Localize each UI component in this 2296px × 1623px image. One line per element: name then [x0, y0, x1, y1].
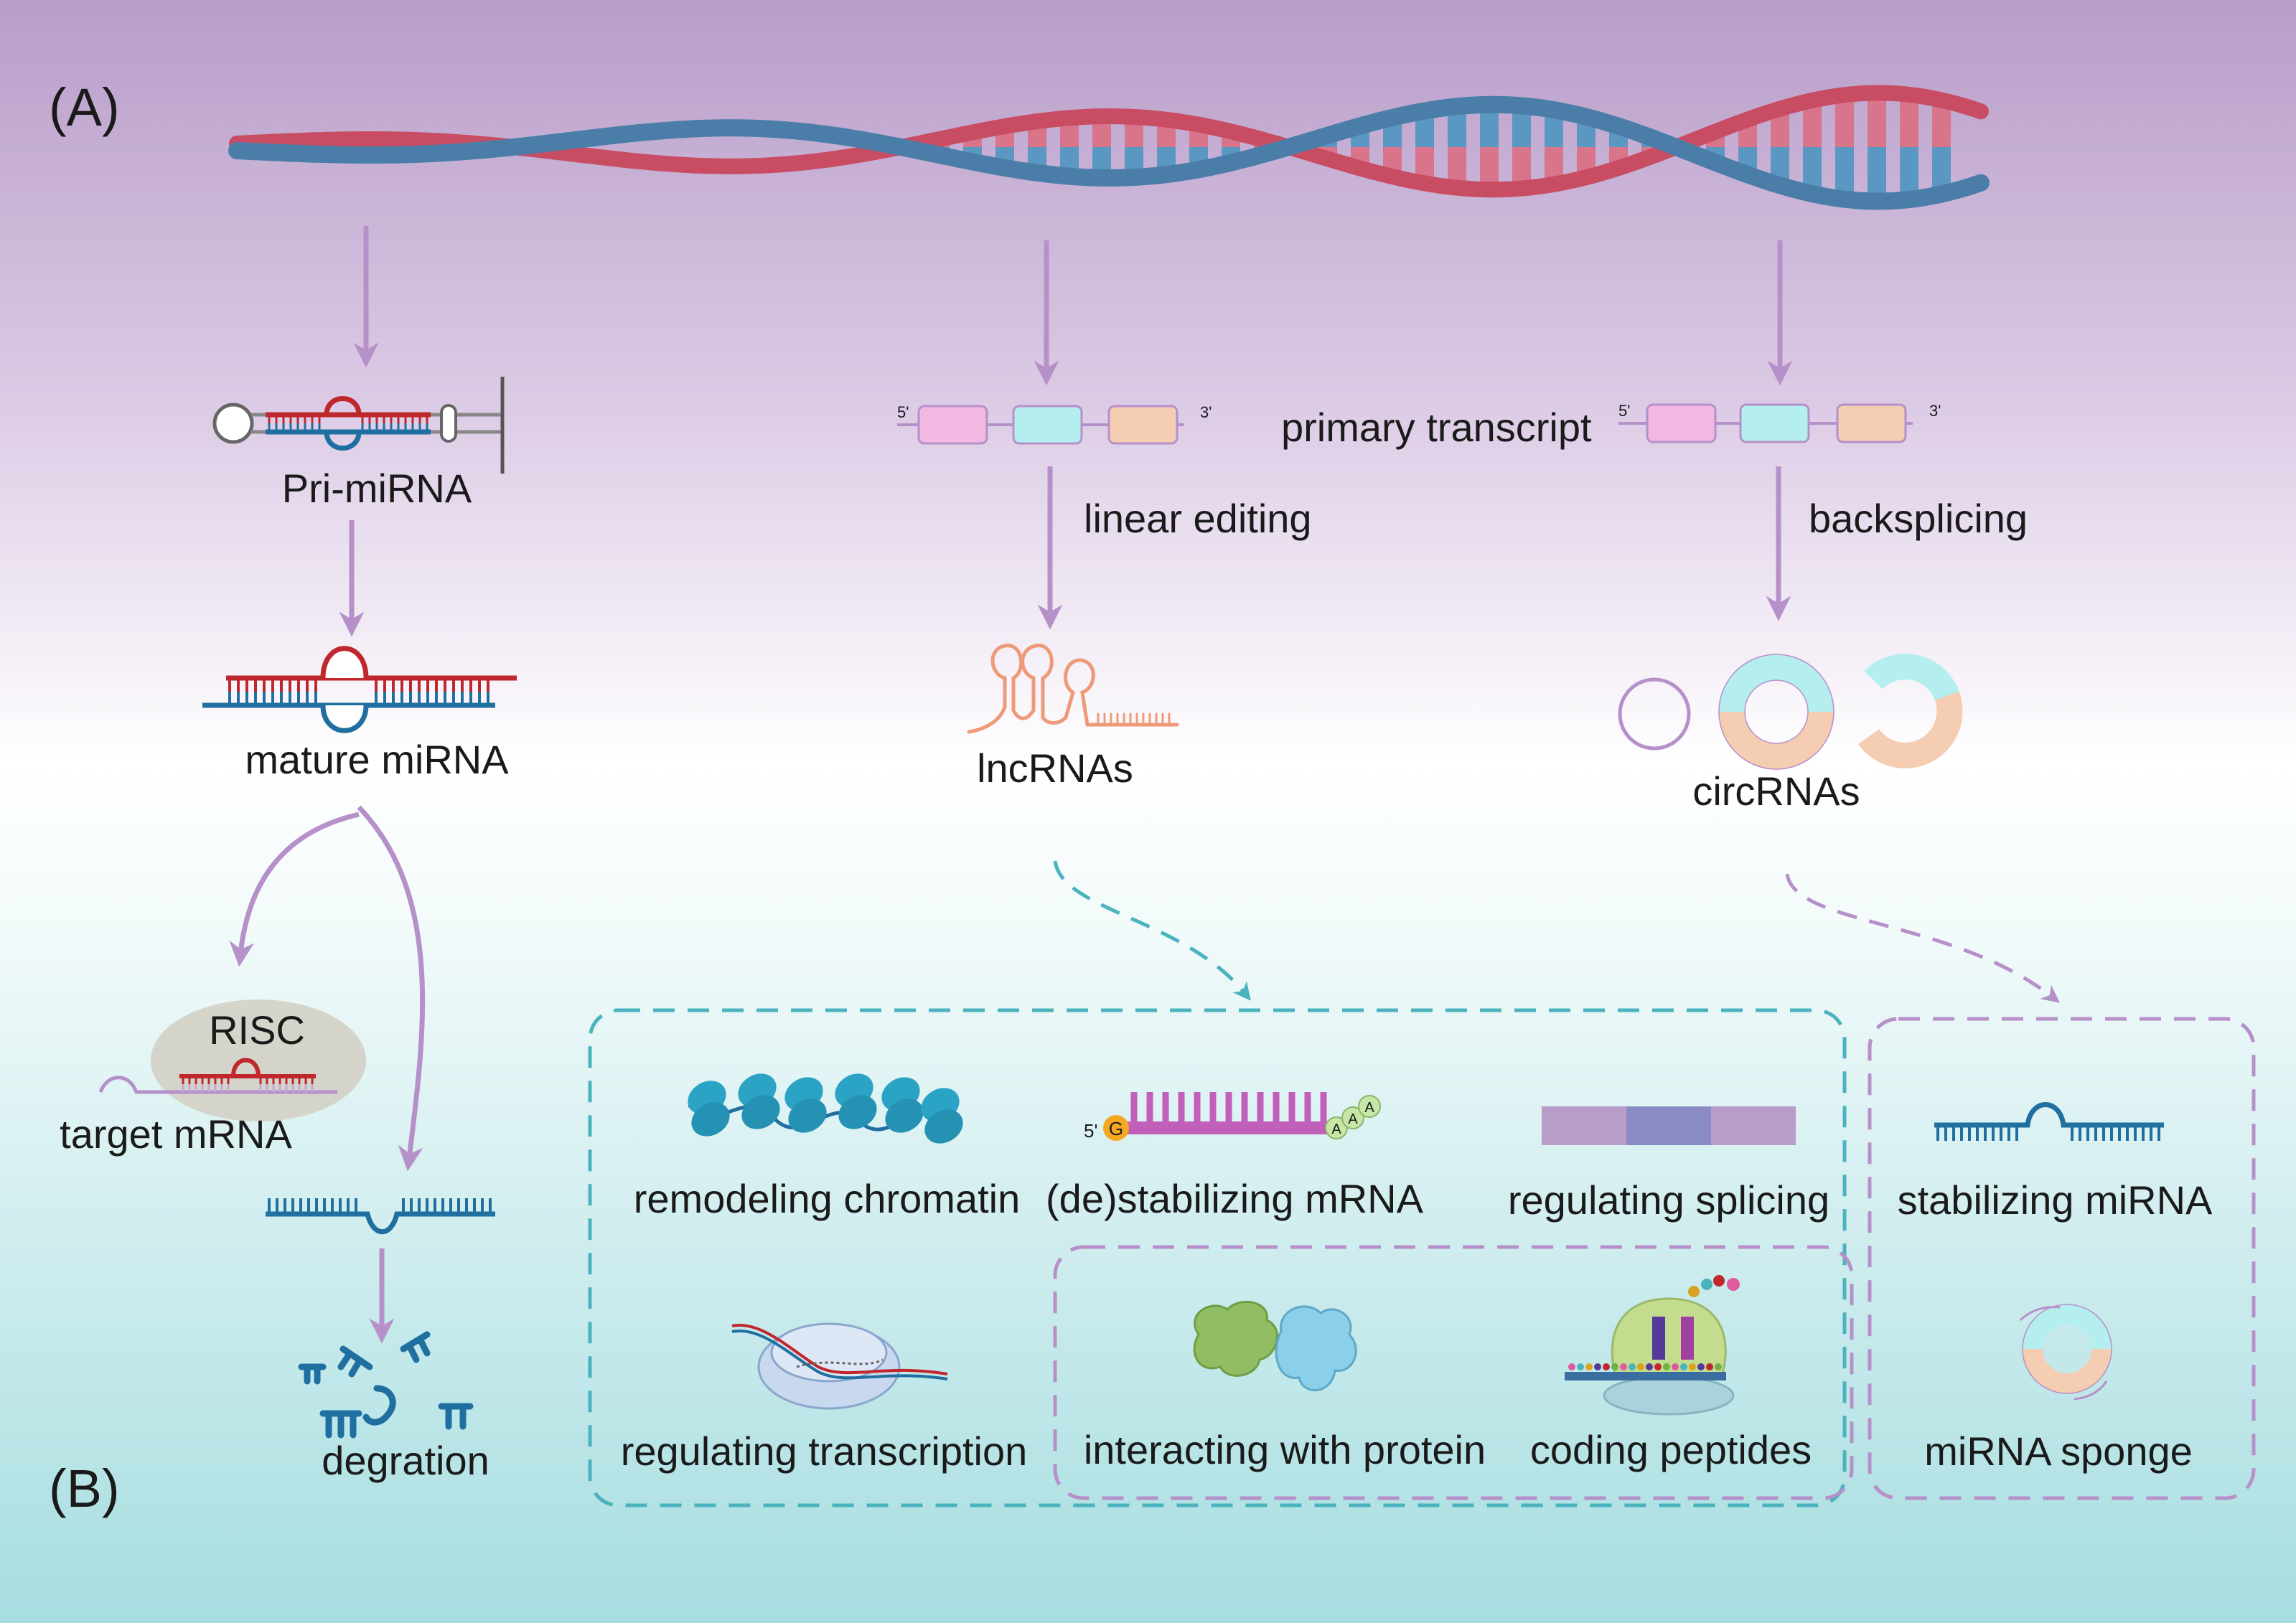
svg-text:A: A — [1348, 1111, 1358, 1127]
nucleosome-chain-icon — [688, 1073, 963, 1144]
exon-cyan — [1739, 403, 1810, 443]
svg-text:G: G — [1109, 1118, 1123, 1139]
interacting-protein-label: interacting with protein — [1084, 1427, 1486, 1472]
primary-transcript-circ — [1618, 403, 1913, 443]
five-prime-label-lnc: 5' — [897, 403, 909, 421]
risc-label: RISC — [209, 1007, 305, 1053]
linear-editing-label: linear editing — [1084, 496, 1312, 541]
exon-cyan — [1012, 405, 1083, 445]
circrna-function-box — [1868, 1017, 2256, 1500]
ribosome-icon — [1565, 1275, 1740, 1416]
primary-transcript-label: primary transcript — [1281, 405, 1592, 450]
svg-text:5': 5' — [1084, 1120, 1097, 1142]
circrna-ring — [1719, 654, 1834, 769]
panel-label-a: (A) — [49, 77, 120, 137]
mature-mirna-label: mature miRNA — [245, 737, 509, 782]
degraded-fragments — [298, 1331, 474, 1439]
pri-mirna-hairpin — [212, 377, 505, 474]
dashed-arrow-circ-functions — [1785, 873, 2060, 1003]
exon-pink — [1646, 403, 1717, 443]
cleaved-mrna — [266, 1198, 495, 1235]
mirna-stabilize-icon — [1934, 1102, 2164, 1141]
risc-complex — [98, 999, 366, 1121]
pri-mirna-label: Pri-miRNA — [282, 466, 472, 511]
five-prime-label-circ: 5' — [1618, 402, 1630, 420]
polymerase-icon — [731, 1322, 948, 1410]
destabilizing-mrna-label: (de)stabilizing mRNA — [1046, 1176, 1424, 1221]
exon-peach — [1107, 405, 1179, 445]
stabilizing-mirna-label: stabilizing miRNA — [1898, 1177, 2213, 1223]
splicing-bar-icon — [1542, 1106, 1796, 1145]
exon-peach — [1836, 403, 1907, 443]
lncrna-structure — [967, 644, 1179, 734]
three-prime-label-lnc: 3' — [1200, 403, 1212, 421]
exon-pink — [917, 405, 988, 445]
remodeling-chromatin-label: remodeling chromatin — [634, 1176, 1020, 1221]
regulating-splicing-label: regulating splicing — [1508, 1177, 1829, 1223]
mrna-cap-icon: G 5' A A A — [1084, 1092, 1381, 1142]
mature-mirna-duplex — [202, 646, 517, 733]
svg-text:A: A — [1331, 1121, 1341, 1137]
panel-label-b: (B) — [49, 1459, 120, 1518]
dna-helix — [228, 85, 1990, 210]
svg-text:A: A — [1364, 1100, 1374, 1116]
arrow-mature-to-degradation — [357, 805, 426, 1172]
shared-function-box — [1053, 1245, 1854, 1500]
circrna-plain — [1618, 677, 1691, 751]
dashed-arrow-lnc-functions — [1053, 860, 1251, 1001]
circrna-structures — [1618, 654, 1963, 770]
dna-strand-blue — [228, 95, 1990, 210]
lncrnas-label: lncRNAs — [977, 745, 1133, 791]
degradation-label: degration — [322, 1438, 489, 1483]
regulating-transcription-label: regulating transcription — [621, 1429, 1028, 1474]
circrna-open-ring — [1858, 654, 1963, 768]
mirna-sponge-icon — [2019, 1304, 2112, 1401]
backsplicing-label: backsplicing — [1809, 496, 2028, 541]
primary-transcript-lnc — [897, 405, 1184, 445]
target-mrna-label: target mRNA — [60, 1111, 292, 1157]
three-prime-label-circ: 3' — [1929, 402, 1941, 420]
circrnas-label: circRNAs — [1692, 768, 1860, 814]
coding-peptides-label: coding peptides — [1530, 1427, 1812, 1472]
arrow-mature-to-risc — [229, 812, 360, 967]
protein-interaction-icon — [1193, 1300, 1357, 1392]
mirna-sponge-label: miRNA sponge — [1924, 1429, 2193, 1474]
